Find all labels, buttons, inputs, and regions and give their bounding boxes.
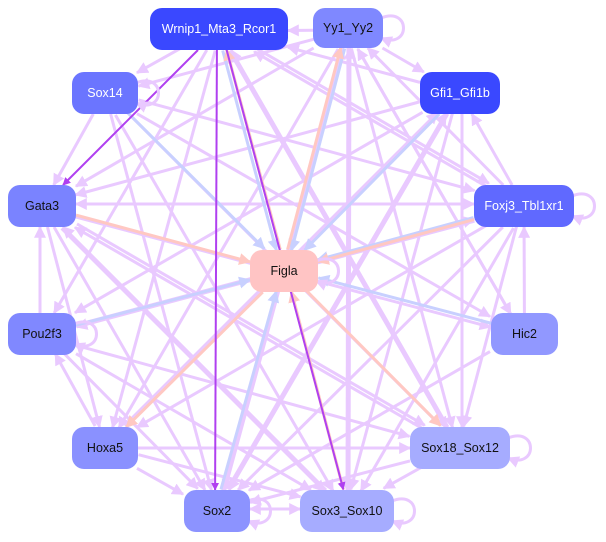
node-y[interactable]: Yy1_Yy2: [313, 8, 383, 48]
node-fi[interactable]: Figla: [250, 250, 318, 292]
self-loop-Y: [379, 14, 405, 48]
edge-S14-H: [136, 112, 492, 318]
node-label: Foxj3_Tbl1xr1: [484, 199, 564, 213]
edge-H-Fi: [317, 274, 492, 325]
self-loop-P: [72, 320, 98, 354]
edge-S18-Ga: [73, 226, 424, 431]
edge-Y-S3: [341, 47, 354, 492]
edge-G-Fi: [303, 112, 441, 252]
edge-S14-F: [138, 98, 476, 194]
node-label: Sox2: [202, 504, 232, 518]
edge-Hx-S3: [138, 453, 302, 500]
self-loop-F: [570, 192, 596, 226]
self-loop-S3: [390, 497, 416, 531]
edge-H-Y: [356, 47, 512, 315]
node-label: Pou2f3: [22, 327, 62, 341]
node-label: Sox14: [87, 86, 123, 100]
edge-S3-Y: [343, 46, 356, 491]
node-label: Hoxa5: [86, 441, 124, 455]
edge-W-S18: [228, 50, 448, 430]
node-s18[interactable]: Sox18_Sox12: [410, 427, 510, 469]
edge-F-Fi: [316, 216, 474, 263]
edge-G-S2: [227, 113, 450, 492]
node-h[interactable]: Hic2: [491, 313, 558, 355]
node-label: Wrnip1_Mta3_Rcor1: [161, 22, 277, 36]
edge-S18-W: [229, 48, 450, 428]
self-loop-S14: [134, 79, 160, 113]
edge-W-Fi: [221, 50, 280, 252]
edge-Hx-S2: [136, 466, 185, 496]
edge-H-S2: [247, 350, 491, 492]
node-s3[interactable]: Sox3_Sox10: [300, 490, 394, 532]
edge-Y-G: [381, 46, 425, 74]
edge-F-Hx: [135, 223, 488, 429]
edge-Y-Fi: [288, 48, 347, 252]
self-loop-S2: [246, 497, 272, 531]
node-label: Hic2: [511, 327, 537, 341]
edge-P-S3: [75, 352, 312, 492]
edge-Ga-Fi: [75, 213, 252, 265]
edge-S2-G: [226, 111, 448, 490]
edge-Fi-Hx: [125, 290, 264, 429]
node-label: Gfi1_Gfi1b: [430, 86, 490, 100]
edge-G-P: [73, 110, 424, 314]
self-loop-S18: [506, 434, 532, 468]
node-label: Sox18_Sox12: [421, 441, 499, 455]
edge-Fi-S18: [305, 289, 442, 427]
node-ga[interactable]: Gata3: [8, 185, 76, 227]
edge-W-Ga: [62, 49, 199, 186]
self-loop-Fi: [314, 257, 340, 291]
node-w[interactable]: Wrnip1_Mta3_Rcor1: [150, 8, 288, 50]
edge-Ga-S18: [76, 222, 426, 427]
node-label: Yy1_Yy2: [322, 21, 374, 35]
node-p[interactable]: Pou2f3: [8, 313, 76, 355]
edge-S18-S2: [248, 459, 411, 506]
edge-S2-Fi: [219, 290, 280, 490]
edge-F-G: [470, 112, 514, 186]
node-s14[interactable]: Sox14: [72, 72, 138, 114]
edge-S14-Fi: [126, 111, 266, 250]
edge-Y-Ga: [74, 46, 315, 188]
edge-W-S2: [211, 49, 220, 491]
edge-S14-Ga: [52, 113, 95, 187]
edge-P-S18: [75, 343, 411, 440]
node-f[interactable]: Foxj3_Tbl1xr1: [474, 185, 574, 227]
edge-W-S14: [135, 46, 182, 75]
node-hx[interactable]: Hoxa5: [72, 427, 138, 469]
edge-Y-Hx: [117, 48, 340, 430]
edge-G-S3: [347, 113, 454, 491]
node-label: Figla: [270, 264, 298, 278]
edge-P-Fi: [75, 276, 252, 327]
edge-F-Fi: [316, 218, 475, 265]
edge-Hx-P: [54, 352, 97, 427]
edge-S14-S3: [114, 114, 335, 493]
node-s2[interactable]: Sox2: [184, 490, 250, 532]
node-label: Sox3_Sox10: [311, 504, 383, 518]
node-label: Gata3: [24, 199, 60, 213]
node-g[interactable]: Gfi1_Gfi1b: [420, 72, 500, 114]
edge-S18-S3: [382, 465, 423, 490]
edge-W-F: [255, 46, 490, 185]
edge-Fi-Y: [286, 46, 344, 250]
